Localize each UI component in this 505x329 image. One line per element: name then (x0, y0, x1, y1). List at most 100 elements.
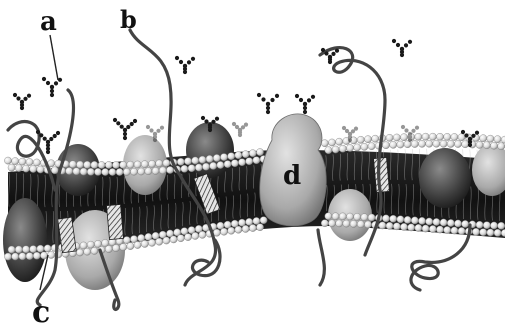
lipid-head (156, 238, 163, 245)
lipid-head (177, 158, 184, 165)
lipid-head (195, 164, 202, 171)
lipid-head (8, 246, 15, 253)
lipid-head (490, 142, 497, 149)
lipid-head (429, 225, 436, 232)
sugar-chain (42, 77, 62, 97)
lipid-head (19, 158, 26, 165)
lipid-head (393, 134, 400, 141)
lipid-head (440, 140, 447, 147)
lipid-head (30, 246, 37, 253)
lipid-head (94, 168, 101, 175)
lipid-head (260, 217, 267, 224)
lipid-head (386, 222, 393, 229)
lipid-head (73, 168, 80, 175)
lipid-head (210, 162, 217, 169)
lipid-head (328, 139, 335, 146)
lipid-head (37, 166, 44, 173)
protein-right-dark (419, 148, 471, 208)
sugar-chain (295, 94, 315, 114)
lipid-head (357, 221, 364, 228)
lipid-head (15, 165, 22, 172)
lipid-head (238, 159, 245, 166)
lipid-head (8, 164, 15, 171)
lipid-head (483, 142, 490, 149)
lipid-head (346, 144, 353, 151)
lipid-head (382, 142, 389, 149)
lipid-head (483, 222, 490, 229)
lipid-head (328, 220, 335, 227)
lipid-head (372, 135, 379, 142)
lipid-head (148, 160, 155, 167)
lipid-head (325, 213, 332, 220)
sugar-chain (232, 122, 248, 137)
lipid-head (256, 149, 263, 156)
lipid-head (253, 217, 260, 224)
lipid-head (4, 253, 11, 260)
lipid-head (246, 158, 253, 165)
carbohydrate-chains (13, 39, 479, 154)
lipid-head (141, 240, 148, 247)
lipid-head (476, 141, 483, 148)
lipid-head (120, 161, 127, 168)
lipid-head (418, 140, 425, 147)
lipid-head (454, 220, 461, 227)
lipid-head (339, 213, 346, 220)
lipid-head (152, 167, 159, 174)
lipid-head (238, 219, 245, 226)
lipid-head (480, 135, 487, 142)
lipid-head (354, 144, 361, 151)
lipid-head (476, 221, 483, 228)
lipid-head (454, 140, 461, 147)
lipid-head (458, 134, 465, 141)
lipid-head (364, 136, 371, 143)
lipid-head (490, 222, 497, 229)
lipid-head (91, 247, 98, 254)
lipid-head (253, 157, 260, 164)
strand-bottom-center (318, 230, 324, 285)
lipid-head (40, 252, 47, 259)
label-c: c (32, 295, 50, 329)
lipid-head (145, 168, 152, 175)
lipid-head (343, 220, 350, 227)
lipid-head (350, 220, 357, 227)
lipid-head (415, 133, 422, 140)
lipid-head (26, 253, 33, 260)
lipid-head (379, 222, 386, 229)
lipid-head (249, 150, 256, 157)
sugar-chain (13, 93, 31, 110)
lipid-head (436, 133, 443, 140)
lipid-head (166, 166, 173, 173)
lipid-head (26, 158, 33, 165)
lipid-head (451, 133, 458, 140)
lipid-head (336, 138, 343, 145)
lipid-head (411, 140, 418, 147)
lipid-head (206, 155, 213, 162)
lipid-head (325, 147, 332, 154)
lipid-head (80, 168, 87, 175)
lipid-head (346, 213, 353, 220)
lipid-head (44, 245, 51, 252)
lipid-head (354, 213, 361, 220)
lipid-head (462, 220, 469, 227)
lipid-head (447, 219, 454, 226)
lipid-head (235, 226, 242, 233)
lipid-head (134, 161, 141, 168)
lipid-head (138, 168, 145, 175)
lipid-head (87, 241, 94, 248)
lipid-head (390, 141, 397, 148)
lipid-head (134, 241, 141, 248)
lipid-head (184, 158, 191, 165)
lipid-head (332, 213, 339, 220)
lipid-head (163, 159, 170, 166)
lipid-head (109, 168, 116, 175)
sugar-chain (113, 118, 137, 140)
lipid-head (451, 227, 458, 234)
lipid-head (4, 157, 11, 164)
lipid-head (382, 215, 389, 222)
lipid-head (48, 251, 55, 258)
lipid-head (159, 167, 166, 174)
lipid-head (440, 219, 447, 226)
lipid-head (22, 165, 29, 172)
lipid-head (336, 220, 343, 227)
lipid-head (127, 161, 134, 168)
